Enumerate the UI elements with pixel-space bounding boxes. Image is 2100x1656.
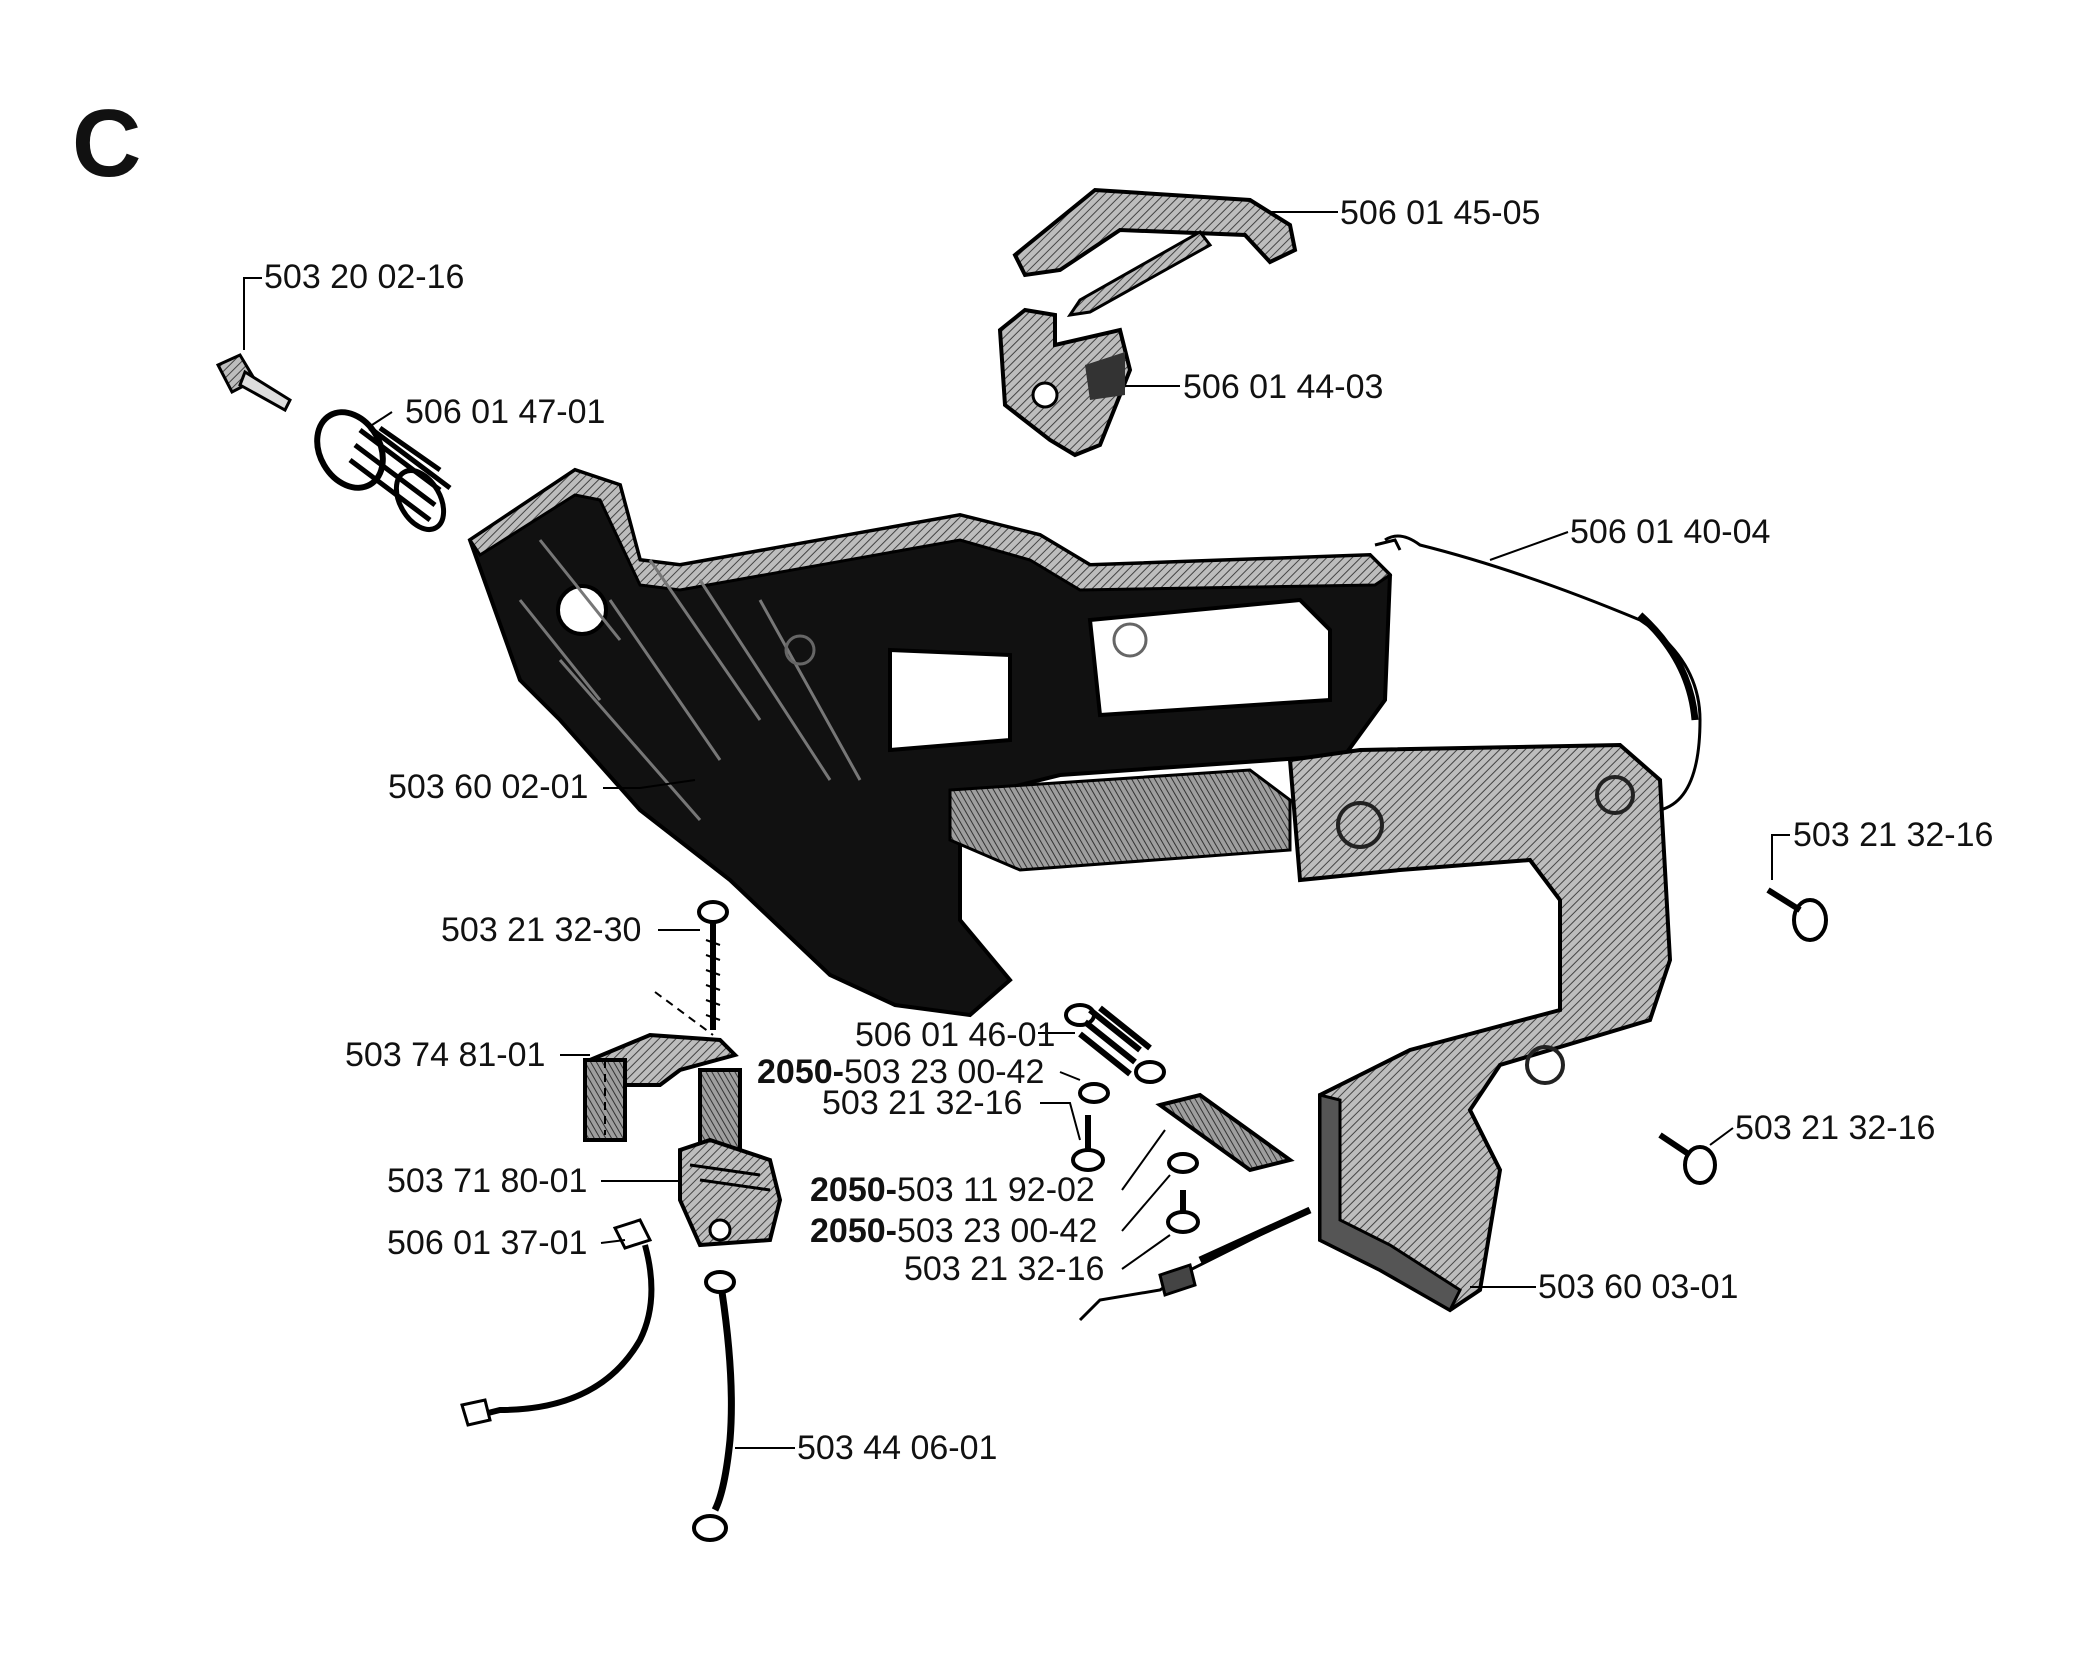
part-label-terminal: 506 01 37-01 — [387, 1224, 588, 1262]
part-label-screw-right-upper: 503 21 32-16 — [1793, 816, 1994, 854]
part-label-plate: 2050-503 11 92-02 — [810, 1171, 1095, 1209]
rear-handle-right-part — [1287, 742, 1673, 1313]
long-screw-part — [697, 900, 729, 1030]
part-label-spring-center: 506 01 46-01 — [855, 1016, 1056, 1054]
throttle-cable-part — [1374, 534, 1702, 812]
terminal-part — [460, 1218, 655, 1427]
spring-top-left-part — [314, 409, 452, 532]
plate-part — [1155, 1092, 1295, 1173]
part-label-throttle-lockout: 506 01 44-03 — [1183, 368, 1384, 406]
stop-switch-part — [678, 1137, 783, 1248]
part-label-long-screw: 503 21 32-30 — [441, 911, 642, 949]
part-label-screw-right-lower: 503 21 32-16 — [1735, 1109, 1936, 1147]
part-label-washer-center-2: 2050-503 23 00-42 — [810, 1212, 1098, 1250]
part-label-rear-handle-right: 503 60 03-01 — [1538, 1268, 1739, 1306]
part-label-screw-center-2: 503 21 32-16 — [904, 1250, 1105, 1288]
part-label-stop-switch: 503 71 80-01 — [387, 1162, 588, 1200]
section-letter: C — [72, 90, 142, 197]
bracket-part — [583, 991, 742, 1162]
screw-top-left-part — [215, 353, 292, 413]
washer-center-1-part — [1078, 1082, 1110, 1104]
part-label-screw-top-left: 503 20 02-16 — [264, 258, 465, 296]
part-label-spring-top-left: 506 01 47-01 — [405, 393, 606, 431]
part-label-screw-center-1: 503 21 32-16 — [822, 1084, 1023, 1122]
throttle-lever-part — [1012, 187, 1298, 317]
leader-lines — [243, 211, 1790, 1449]
part-label-throttle-cable: 506 01 40-04 — [1570, 513, 1771, 551]
ground-wire-part — [692, 1270, 736, 1542]
part-label-rear-handle-left: 503 60 02-01 — [388, 768, 589, 806]
washer-center-2-part — [1167, 1152, 1199, 1174]
throttle-lockout-part — [997, 307, 1133, 458]
screw-right-upper-part — [1766, 887, 1828, 942]
part-label-throttle-lever: 506 01 45-05 — [1340, 194, 1541, 232]
part-label-washer-center-1: 2050-503 23 00-42 — [757, 1053, 1045, 1091]
screw-center-2-part — [1166, 1190, 1200, 1234]
rear-handle-left-part — [467, 467, 1393, 1018]
screw-right-lower-part — [1658, 1132, 1717, 1185]
spring-center-part — [1064, 1003, 1166, 1084]
part-label-bracket: 503 74 81-01 — [345, 1036, 546, 1074]
screw-center-1-part — [1071, 1115, 1105, 1172]
part-label-ground-wire: 503 44 06-01 — [797, 1429, 998, 1467]
lower-cable-part — [1078, 1206, 1312, 1322]
